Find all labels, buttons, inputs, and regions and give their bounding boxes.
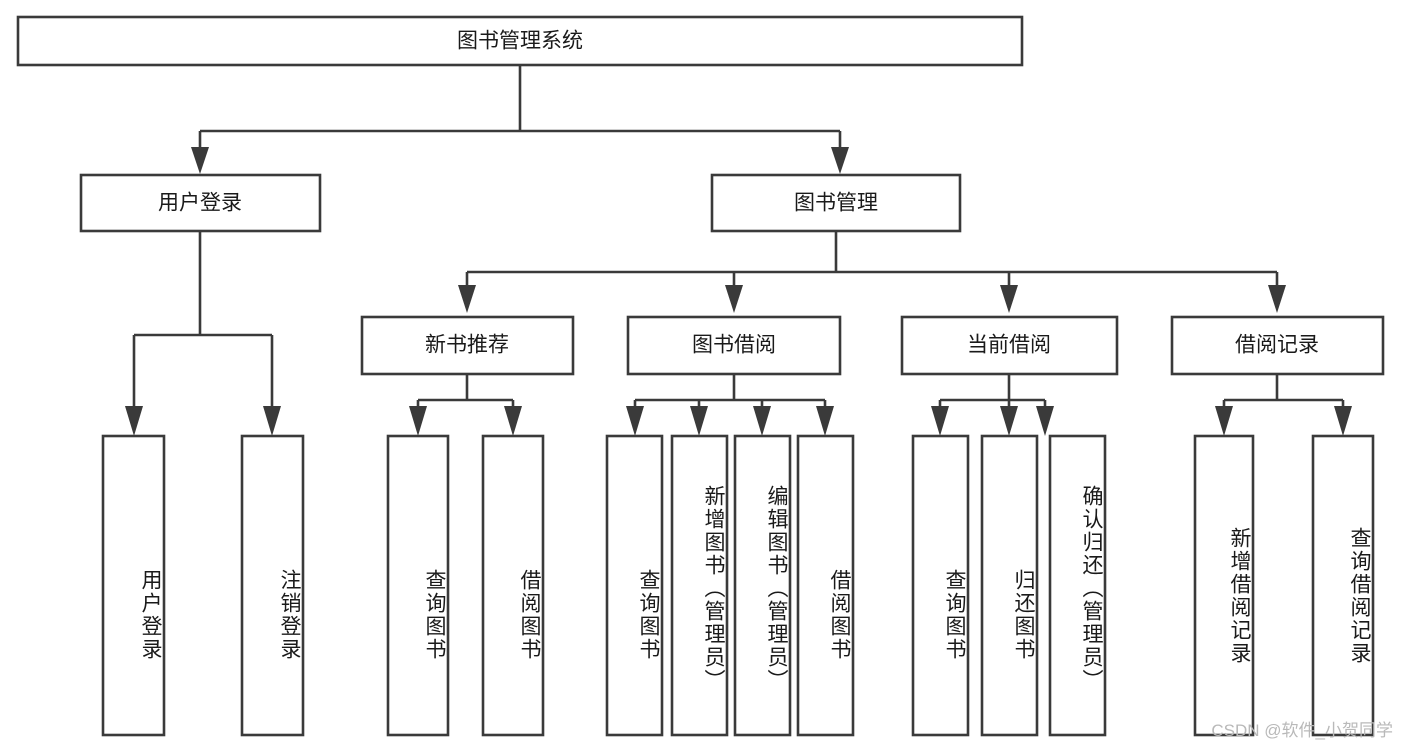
arrow-head-icon <box>458 285 476 313</box>
node-box[interactable] <box>79 173 322 233</box>
node-borrow-record[interactable]: 借阅记录 <box>1170 315 1385 376</box>
node-book-borrow[interactable]: 图书借阅 <box>626 315 842 376</box>
arrow-head-icon <box>1000 285 1018 313</box>
leaf-box-query-book-1[interactable] <box>386 434 450 737</box>
node-box[interactable] <box>626 315 842 376</box>
node-label: 用户登录 <box>158 192 242 215</box>
node-box[interactable] <box>360 315 575 376</box>
node-label: 图书管理系统 <box>457 30 583 53</box>
node-new-book-recommend[interactable]: 新书推荐 <box>360 315 575 376</box>
leaf-box-edit-book[interactable] <box>733 434 792 737</box>
leaf-box-user-logout[interactable] <box>240 434 305 737</box>
arrow-head-icon <box>409 406 427 436</box>
arrow-head-icon <box>263 406 281 436</box>
arrow-head-icon <box>1036 406 1054 436</box>
leaf-box-query-book-2[interactable] <box>605 434 664 737</box>
node-box[interactable] <box>900 315 1119 376</box>
leaf-box-query-record[interactable] <box>1311 434 1375 737</box>
arrow-head-icon <box>725 285 743 313</box>
connector-bookmanage-to-level2 <box>458 231 1286 313</box>
arrow-head-icon <box>125 406 143 436</box>
arrow-head-icon <box>816 406 834 436</box>
arrow-head-icon <box>1000 406 1018 436</box>
arrow-head-icon <box>1334 406 1352 436</box>
leaf-box-return-book[interactable] <box>980 434 1039 737</box>
node-label: 图书管理 <box>794 192 878 215</box>
arrow-head-icon <box>504 406 522 436</box>
arrow-head-icon <box>753 406 771 436</box>
node-user-login[interactable]: 用户登录 <box>79 173 322 233</box>
connector-bookborrow-to-leaves <box>626 374 834 436</box>
leaf-box-query-book-3[interactable] <box>911 434 970 737</box>
arrow-head-icon <box>191 147 209 174</box>
connector-newbook-to-leaves <box>409 374 522 436</box>
node-box[interactable] <box>710 173 962 233</box>
node-label: 借阅记录 <box>1235 334 1319 357</box>
node-book-manage[interactable]: 图书管理 <box>710 173 962 233</box>
leaf-box-add-record[interactable] <box>1193 434 1255 737</box>
arrow-head-icon <box>626 406 644 436</box>
node-current-borrow[interactable]: 当前借阅 <box>900 315 1119 376</box>
leaf-box-borrow-book-2[interactable] <box>796 434 855 737</box>
node-box[interactable] <box>1170 315 1385 376</box>
node-label: 当前借阅 <box>967 334 1051 357</box>
node-label: 新书推荐 <box>425 334 509 357</box>
leaf-box-add-book[interactable] <box>670 434 729 737</box>
leaf-box-confirm-return[interactable] <box>1048 434 1107 737</box>
connector-borrowrecord-to-leaves <box>1215 374 1352 436</box>
arrow-head-icon <box>690 406 708 436</box>
arrow-head-icon <box>931 406 949 436</box>
connector-userlogin-to-leaves <box>125 231 281 436</box>
arrow-head-icon <box>1215 406 1233 436</box>
arrow-head-icon <box>1268 285 1286 313</box>
watermark-text: CSDN @软件_小贺同学 <box>1211 721 1393 740</box>
node-label: 图书借阅 <box>692 334 776 357</box>
leaf-box-borrow-book-1[interactable] <box>481 434 545 737</box>
node-root[interactable]: 图书管理系统 <box>16 15 1024 67</box>
node-box[interactable] <box>16 15 1024 67</box>
leaf-box-user-login[interactable] <box>101 434 166 737</box>
arrow-head-icon <box>831 147 849 174</box>
connector-currentborrow-to-leaves <box>931 374 1054 436</box>
connector-root-to-level1 <box>191 65 849 174</box>
leaf-boxes <box>101 434 1375 737</box>
